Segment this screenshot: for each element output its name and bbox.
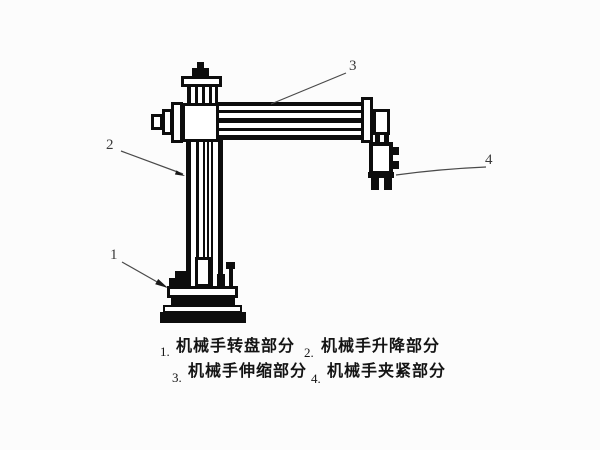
leader-line-3 bbox=[270, 72, 347, 105]
telescopic-arm bbox=[216, 102, 363, 140]
callout-1: 1 bbox=[110, 247, 118, 263]
top-stem bbox=[197, 62, 204, 69]
callout-3: 3 bbox=[349, 58, 357, 74]
top-cap bbox=[181, 76, 222, 87]
callout-2: 2 bbox=[106, 137, 114, 153]
clamp-stub-right bbox=[384, 134, 389, 143]
clamp-tab-upper bbox=[392, 147, 399, 155]
clamp-body bbox=[369, 142, 393, 175]
leader-line-1 bbox=[121, 261, 167, 288]
column-upper-section bbox=[187, 86, 218, 106]
base-pin-head bbox=[226, 262, 235, 269]
legend-label-telescope: 机械手伸缩部分 bbox=[188, 363, 308, 380]
base-block-right bbox=[217, 274, 225, 287]
leader-line-4 bbox=[395, 166, 487, 176]
clamp-stub-left bbox=[375, 134, 380, 143]
legend-num-2: 2. bbox=[304, 345, 314, 360]
leader-line-2 bbox=[120, 150, 184, 175]
legend-num-3: 3. bbox=[172, 370, 182, 385]
top-knob bbox=[192, 68, 209, 77]
clamp-foot-right bbox=[384, 178, 392, 190]
left-shaft-end bbox=[151, 114, 163, 130]
base-slide-cylinder bbox=[195, 257, 211, 287]
base-pin-stem bbox=[229, 269, 233, 287]
leader-arrowhead-2 bbox=[174, 170, 185, 176]
turntable-top-plate bbox=[167, 286, 238, 298]
turntable-disc bbox=[171, 297, 235, 306]
base-slab bbox=[160, 312, 246, 323]
callout-4: 4 bbox=[485, 152, 493, 168]
legend-label-turntable: 机械手转盘部分 bbox=[176, 338, 296, 355]
clamp-tab-lower bbox=[392, 161, 399, 169]
junction-box bbox=[182, 103, 219, 142]
legend-label-lift: 机械手升降部分 bbox=[321, 338, 441, 355]
clamp-upper-box bbox=[373, 109, 390, 135]
left-shaft-block bbox=[162, 109, 173, 135]
legend-num-4: 4. bbox=[311, 371, 321, 386]
legend-label-clamp: 机械手夹紧部分 bbox=[327, 363, 447, 380]
base-step-left bbox=[175, 271, 186, 287]
clamp-base-bar bbox=[368, 172, 394, 178]
base-step-left-small bbox=[169, 278, 176, 287]
clamp-foot-left bbox=[371, 178, 379, 190]
legend-num-1: 1. bbox=[160, 344, 170, 359]
arm-end-plate bbox=[361, 97, 373, 143]
